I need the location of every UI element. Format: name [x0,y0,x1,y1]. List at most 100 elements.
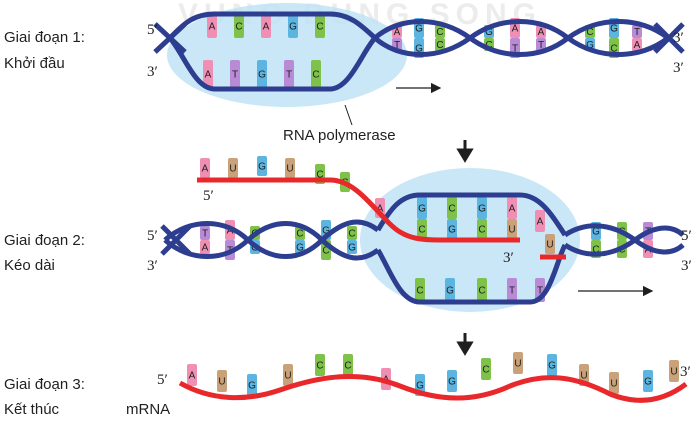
stage1-bubble-bottom-base-letter: C [312,70,319,81]
enzyme-label-pointer [344,104,353,126]
stage3-mrna-base: U [283,364,293,386]
stage1-helix-bottom-base: C [435,38,445,51]
stage1-helix-bottom-base-letter: C [610,44,617,55]
stage3-mrna-base-letter: U [284,371,291,382]
stage1-helix-top-base-letter: A [512,24,519,35]
stage1-helix-bottom-base: T [536,38,546,51]
stage2-rna-tail-base-letter: U [286,164,293,175]
stage2-rna-strand [197,177,520,243]
stage1-three-prime-right: 3′ [673,30,684,46]
stage2-dna-pair-base: A [507,197,517,219]
stage2-left-tail [160,224,192,256]
stage1-helix-top-base-letter: G [415,24,423,35]
stage1-helix-top-base-letter: C [586,27,593,38]
stage2-rna-tail-base-letter: C [316,170,323,181]
stage1-bubble-bottom-base-letter: G [258,70,266,81]
stage2-left-top-base: C [295,226,305,240]
stage2-rna-tail-base: U [228,158,238,178]
stage3-mrna-base-letter: G [644,377,652,388]
stage2-bottom-strand [375,243,568,305]
stage1-bubble-top-base-letter: A [209,22,216,33]
stage1-label-line1: Giai đoạn 1: [4,29,85,46]
stage1-helix-top-base: T [632,25,642,38]
stage2-rna-five-prime: 5′ [203,188,214,204]
stage2-rna-three-prime: 3′ [503,250,514,266]
stage2-template-bottom-base: C [477,278,487,302]
stage3-three-prime: 3′ [680,364,691,380]
stage3-mrna-base: G [447,370,457,392]
stage2-label-line1: Giai đoạn 2: [4,232,85,249]
stage2-five-prime-right: 5′ [681,228,692,244]
stage2-left-bottom-base: A [200,240,210,254]
stage2-incoming-base: A [535,210,545,232]
stage2-rna-pair-base-letter: G [448,225,456,236]
stage3-mrna-base-letter: G [548,361,556,372]
stage1-helix-top-base: C [435,25,445,38]
stage1-helix-top-base-letter: G [485,27,493,38]
stage2-dna-pair-base: G [477,197,487,219]
stage1-bottom-strand-open [168,36,377,92]
stage2-rna-pair-base: C [477,219,487,239]
stage3-mrna-base-letter: U [670,367,677,378]
stage2-right-bottom-base-letter: C [592,245,599,256]
stage2-right-helix-b [563,225,685,257]
stage1-helix-bottom-base-letter: T [394,40,400,51]
stage1-bubble-top-base: G [288,14,298,38]
stage3-mrna-base: U [669,360,679,382]
stage2-left-top-base-letter: A [227,226,234,237]
stage2-rna-pair-base: C [417,219,427,239]
stage3-label-line1: Giai đoạn 3: [4,376,85,393]
stage1-label-line2: Khởi đầu [4,55,65,72]
stage1-right-tail [653,22,685,54]
stage3-mrna-base-letter: G [448,377,456,388]
stage3-mrna-base: U [217,370,227,392]
stage1-bubble-top-base: C [315,14,325,38]
stage3-mrna-base: C [481,358,491,380]
stage1-three-prime-left: 3′ [147,64,158,80]
stage1-helix-top-base: A [536,25,546,38]
stage3-mrna-base: G [643,370,653,392]
stage2-helix-strand-a [163,221,380,261]
stage3-mrna-base: U [513,352,523,374]
stage3-label-line2: Kết thúc [4,401,60,418]
stage1-bubble-top-base: A [207,14,217,38]
stage2-rna-tail-base-letter: A [202,164,209,175]
stage3-mrna-base-letter: A [189,371,196,382]
stage2-rna-pair-base-letter: U [508,225,515,236]
stage2-left-bottom-base: G [295,240,305,254]
stage2-helix-strand-b [163,219,380,259]
stage1-helix-top-base-letter: C [436,27,443,38]
stage2-top-template-strand [375,192,568,237]
stage1-bubble-top-base-letter: G [289,22,297,33]
stage2-template-bottom-base-letter: G [446,286,454,297]
stage3-mrna-base-letter: U [580,371,587,382]
stage2-dna-pair-base-letter: G [478,204,486,215]
stage1-bubble-bottom-base-letter: T [286,70,292,81]
stage3-mrna-base-letter: G [416,381,424,392]
stage3-mrna-base: U [609,372,619,394]
stage3-mrna-base-letter: U [610,379,617,390]
stage1-helix-top-base-letter: A [394,27,401,38]
stage2-dna-pair-base: C [447,197,457,219]
stage2-five-prime-left: 5′ [147,228,158,244]
stage1-helix-bottom-base-letter: G [415,44,423,55]
stage3-mrna-base-letter: G [248,381,256,392]
stage2-incoming-base-letter: U [546,240,553,251]
mrna-label: mRNA [126,401,170,418]
stage1-bubble-bottom-base: T [284,60,294,88]
stage2-left-bottom-base-letter: G [296,243,304,254]
stage3-mrna-base-letter: C [316,361,323,372]
stage1-bubble-bottom-base: T [230,60,240,88]
stage1-bubble-top-base: A [261,14,271,38]
stage1-bubble-top-base-letter: A [263,22,270,33]
stage1-bubble-bottom-base: A [203,60,213,88]
stage3-mrna-base: G [247,374,257,396]
stage2-rna-pair-base-letter: C [478,225,485,236]
stage2-right-top-base-letter: G [592,227,600,238]
stage2-rna-pair-base: G [447,219,457,239]
stage2-rna-tail-base-letter: U [229,164,236,175]
stage1-helix-bottom-base-letter: T [538,40,544,51]
